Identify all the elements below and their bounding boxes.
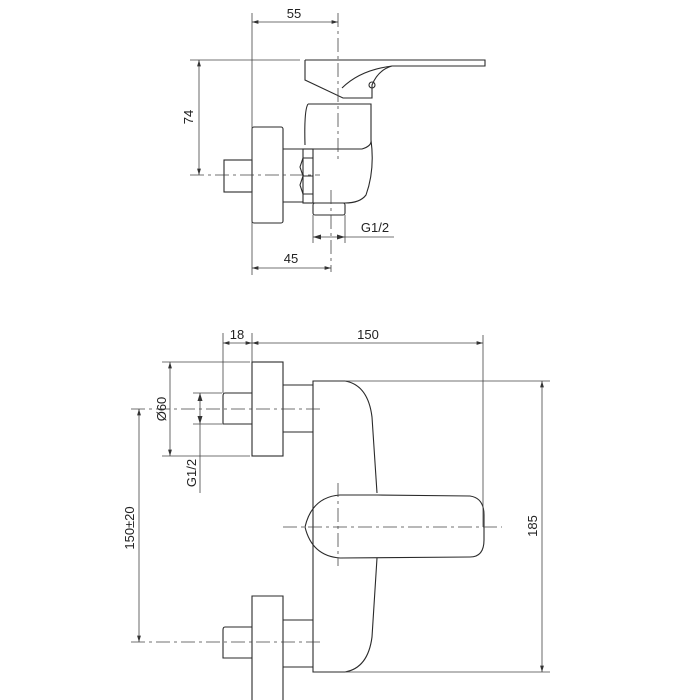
lever-handle	[304, 59, 486, 99]
mixer-body	[312, 380, 378, 673]
outlet-connector	[312, 202, 346, 216]
lever-pin	[368, 81, 376, 89]
dim-inlet-thread-label: G1/2	[184, 459, 199, 487]
dim-45-label: 45	[284, 251, 298, 266]
hex-nut	[299, 148, 314, 204]
dim-74-label: 74	[181, 110, 196, 124]
top-view: 55 74 G1/2 45	[181, 6, 486, 275]
lever	[304, 494, 485, 559]
dim-spacing-label: 150±20	[122, 506, 137, 549]
lower-flange	[251, 595, 284, 700]
dim-55-label: 55	[287, 6, 301, 21]
dim-18-label: 18	[230, 327, 244, 342]
dim-150-label: 150	[357, 327, 379, 342]
front-view: 18 150 Ø60 G1/2 150±20 185	[122, 327, 550, 700]
upper-stub	[222, 392, 252, 425]
lower-stub	[222, 626, 252, 659]
dim-185-label: 185	[525, 515, 540, 537]
dim-outlet-thread-label: G1/2	[361, 220, 389, 235]
inlet-stub	[223, 159, 253, 193]
mixer-body	[304, 103, 373, 204]
dim-diameter-60-label: Ø60	[154, 397, 169, 422]
